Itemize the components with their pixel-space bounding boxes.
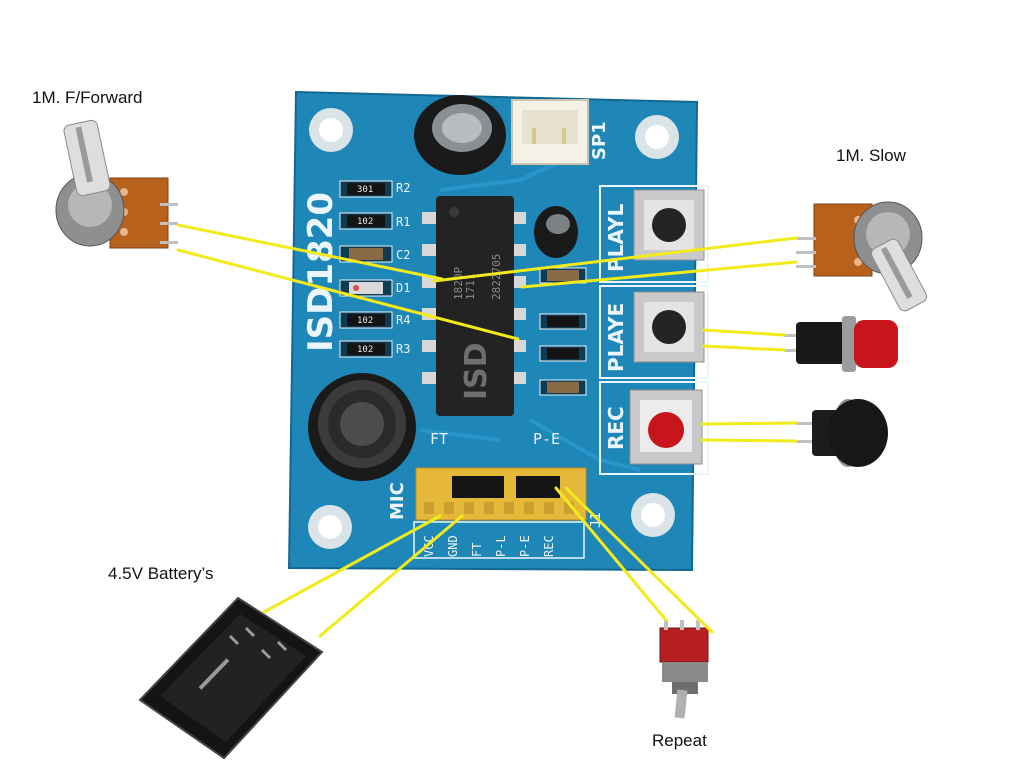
button-label-playe: PLAYE xyxy=(604,303,628,372)
potentiometer-slow xyxy=(796,201,928,312)
component-label-r2: R2 xyxy=(396,181,410,195)
mic-label: MIC xyxy=(387,482,408,520)
battery-holder xyxy=(138,596,324,760)
chip-text-date: 1711 xyxy=(464,274,477,301)
header-pin-ft: FT xyxy=(470,543,484,557)
resistor-code-1: 301 xyxy=(357,185,373,195)
header-pin-pe: P-E xyxy=(518,535,532,557)
speaker-connector xyxy=(511,99,589,165)
chip-text-lot: 2822705 xyxy=(490,254,503,300)
wire-black-button-1 xyxy=(700,421,798,426)
chip-text-model: 1820P xyxy=(452,267,465,300)
wire-repeat-1 xyxy=(554,486,668,622)
small-capacitor xyxy=(534,206,578,258)
header-block xyxy=(413,467,587,559)
header-pin-rec: REC xyxy=(542,535,556,557)
component-label-d1: D1 xyxy=(396,281,410,295)
header-pin-gnd: GND xyxy=(446,535,460,557)
button-label-rec: REC xyxy=(604,406,628,450)
resistor-code-2: 102 xyxy=(357,217,373,227)
wire-slow-2 xyxy=(520,260,798,289)
component-label-r1: R1 xyxy=(396,215,410,229)
chip-text-brand: ISD xyxy=(459,342,494,400)
potentiometer-forward xyxy=(55,119,178,249)
wire-battery-1 xyxy=(262,514,442,614)
wire-red-button-2 xyxy=(702,344,786,352)
header-pin-pl: P-L xyxy=(494,535,508,557)
board-button-playe xyxy=(633,291,705,363)
jumper-label-pe: P-E xyxy=(533,430,560,448)
label-pot-forward: 1M. F/Forward xyxy=(32,88,143,107)
wire-battery-2 xyxy=(318,514,464,638)
black-push-button xyxy=(796,399,888,467)
red-push-button xyxy=(784,316,898,372)
connector-label: SP1 xyxy=(589,121,610,160)
isd-chip xyxy=(422,196,526,416)
electrolytic-capacitor xyxy=(414,95,506,175)
wire-repeat-2 xyxy=(564,486,714,634)
board-name: ISD1820 xyxy=(301,192,341,352)
label-battery: 4.5V Battery’s xyxy=(108,564,214,583)
wire-slow-1 xyxy=(432,236,798,283)
board-button-playl xyxy=(633,189,705,261)
component-label-r4: R4 xyxy=(396,313,410,327)
jumper-label-ft: FT xyxy=(430,430,448,448)
wire-forward-1 xyxy=(176,223,444,281)
component-label-c2: C2 xyxy=(396,248,410,262)
microphone xyxy=(308,373,416,481)
wire-red-button-1 xyxy=(702,328,786,337)
label-repeat: Repeat xyxy=(652,731,707,750)
mounting-holes xyxy=(308,108,679,549)
board-button-rec xyxy=(629,389,703,465)
resistor-code-4: 102 xyxy=(357,345,373,355)
wire-black-button-2 xyxy=(700,438,798,443)
wires xyxy=(176,223,798,638)
component-label-r3: R3 xyxy=(396,342,410,356)
resistor-code-3: 102 xyxy=(357,316,373,326)
wire-forward-2 xyxy=(176,248,520,341)
repeat-toggle-switch xyxy=(659,620,709,719)
label-pot-slow: 1M. Slow xyxy=(836,146,906,165)
